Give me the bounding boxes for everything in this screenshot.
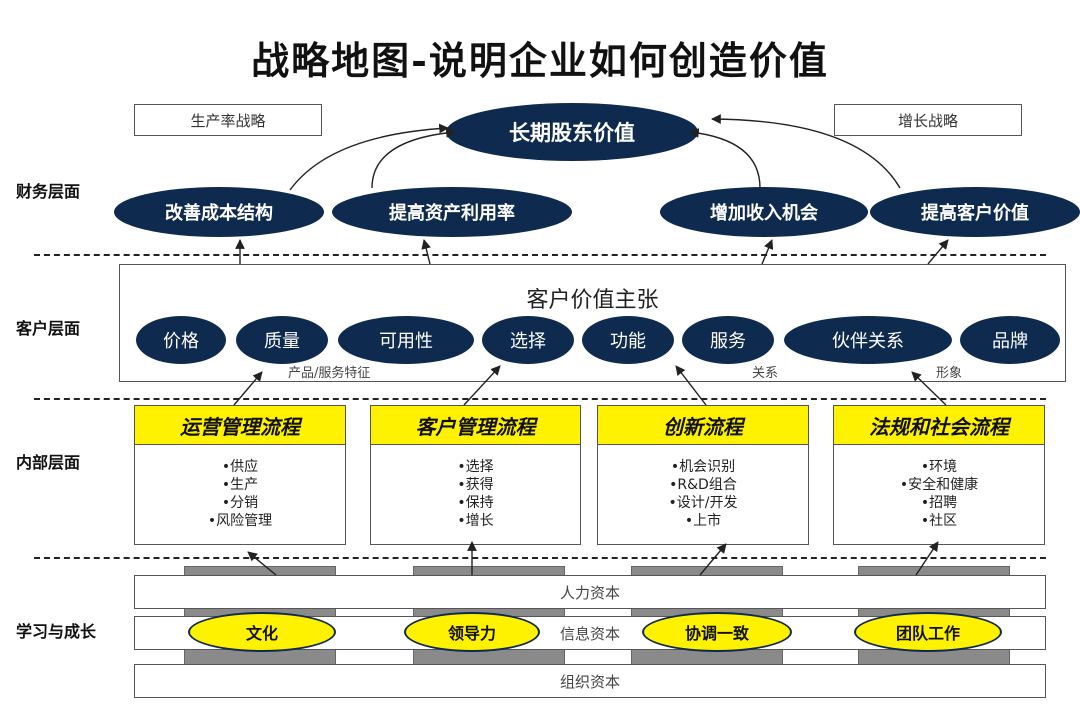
arrow <box>915 541 939 576</box>
culture-oval: 文化 <box>188 612 336 652</box>
process-item: •增长 <box>457 513 494 529</box>
process-box: 客户管理流程 •选择 •获得 •保持 •增长 <box>370 405 581 545</box>
arrow <box>927 239 949 265</box>
growth-strategy-box: 增长战略 <box>834 104 1022 136</box>
arrow <box>289 123 449 191</box>
customer-attribute: 功能 <box>582 316 674 364</box>
process-title: 客户管理流程 <box>371 406 580 445</box>
customer-value-proposition-title: 客户价值主张 <box>526 288 659 313</box>
human-capital-row: 人力资本 <box>134 575 1046 609</box>
arrow <box>233 371 263 406</box>
learning-layer-label: 学习与成长 <box>16 622 97 641</box>
process-item: •R&D组合 <box>669 477 737 493</box>
product-service-attributes-label: 产品/服务特征 <box>288 366 371 381</box>
process-box: 法规和社会流程 •环境 •安全和健康 •招聘 •社区 <box>833 405 1045 545</box>
process-item: •招聘 <box>920 495 958 511</box>
arrow <box>463 365 501 406</box>
arrow <box>421 239 431 265</box>
financial-goal: 增加收入机会 <box>660 187 868 237</box>
arrow <box>711 114 901 189</box>
arrow <box>761 239 774 265</box>
process-item: •机会识别 <box>670 459 736 475</box>
arrow <box>675 365 707 406</box>
customer-attribute: 选择 <box>482 316 574 364</box>
process-item: •风险管理 <box>207 513 273 529</box>
long-term-shareholder-value: 长期股东价值 <box>446 103 698 161</box>
arrow <box>911 371 947 406</box>
internal-layer-label: 内部层面 <box>16 453 81 472</box>
process-item: •上市 <box>684 513 722 529</box>
process-item: •社区 <box>920 513 958 529</box>
financial-layer-label: 财务层面 <box>16 182 81 201</box>
image-label: 形象 <box>936 366 963 381</box>
process-item: •生产 <box>221 477 259 493</box>
arrow <box>699 543 727 576</box>
arrow <box>689 128 761 189</box>
organization-capital-row: 组织资本 <box>134 664 1046 698</box>
financial-goal: 提高资产利用率 <box>332 187 572 237</box>
layer-divider <box>34 557 1046 559</box>
process-item: •分销 <box>221 495 259 511</box>
customer-attribute: 伙伴关系 <box>784 316 952 364</box>
financial-goal: 提高客户价值 <box>870 187 1080 237</box>
process-item: •获得 <box>457 477 494 493</box>
page-title: 战略地图-说明企业如何创造价值 <box>251 38 829 83</box>
customer-layer-label: 客户层面 <box>16 319 81 338</box>
process-item-list: •供应 •生产 •分销 •风险管理 <box>135 458 345 530</box>
customer-attribute: 可用性 <box>338 316 474 364</box>
alignment-oval: 协调一致 <box>642 612 792 652</box>
arrow <box>247 551 277 576</box>
process-item-list: •机会识别 •R&D组合 •设计/开发 •上市 <box>598 458 808 530</box>
process-item: •安全和健康 <box>899 477 979 493</box>
customer-attribute: 品牌 <box>960 316 1060 364</box>
process-title: 运营管理流程 <box>135 406 345 445</box>
layer-divider <box>34 398 1046 400</box>
layer-divider <box>34 254 1046 256</box>
process-item: •选择 <box>457 459 494 475</box>
process-title: 法规和社会流程 <box>834 406 1044 445</box>
financial-goal: 改善成本结构 <box>114 187 324 237</box>
customer-attribute: 服务 <box>682 316 774 364</box>
customer-attribute: 质量 <box>236 316 328 364</box>
productivity-strategy-box: 生产率战略 <box>134 104 322 136</box>
process-box: 创新流程 •机会识别 •R&D组合 •设计/开发 •上市 <box>597 405 809 545</box>
process-item: •设计/开发 <box>668 495 738 511</box>
process-box: 运营管理流程 •供应 •生产 •分销 •风险管理 <box>134 405 346 545</box>
customer-attribute: 价格 <box>136 316 226 364</box>
process-title: 创新流程 <box>598 406 808 445</box>
process-item-list: •选择 •获得 •保持 •增长 <box>371 458 580 530</box>
process-item: •供应 <box>221 459 259 475</box>
leadership-oval: 领导力 <box>404 612 540 652</box>
process-item: •保持 <box>457 495 494 511</box>
teamwork-oval: 团队工作 <box>854 612 1002 652</box>
arrow <box>371 127 456 189</box>
relationship-label: 关系 <box>752 366 779 381</box>
process-item-list: •环境 •安全和健康 •招聘 •社区 <box>834 458 1044 530</box>
process-item: •环境 <box>920 459 958 475</box>
